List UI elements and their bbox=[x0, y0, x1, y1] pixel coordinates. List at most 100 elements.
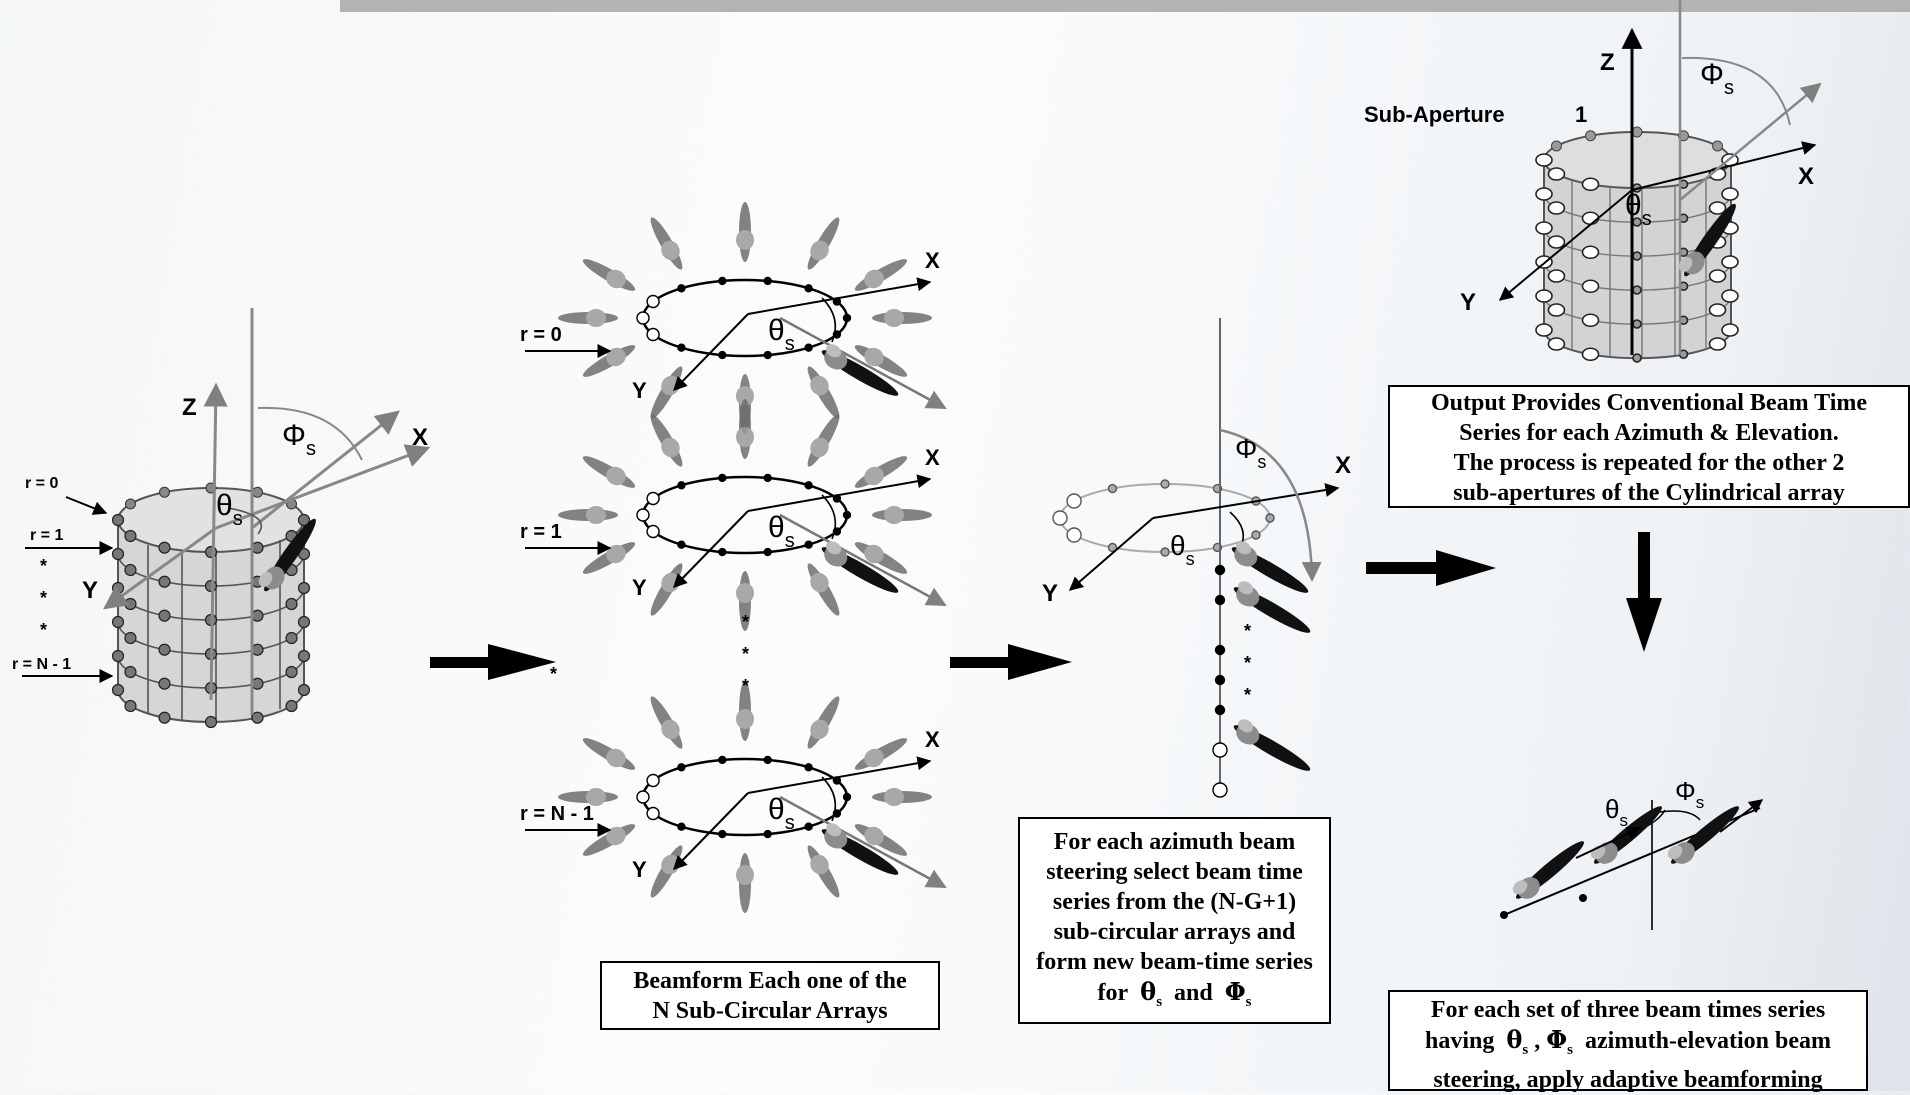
sensor-element bbox=[804, 481, 813, 490]
sensor-element bbox=[1214, 644, 1226, 656]
stage3-ellipsis-dot: * bbox=[1244, 685, 1251, 705]
sensor-element bbox=[285, 665, 298, 679]
sensor-element bbox=[763, 755, 772, 765]
beam-lobe bbox=[736, 202, 754, 262]
sensor-element bbox=[285, 597, 298, 611]
caption-line: Output Provides Conventional Beam Time bbox=[1430, 390, 1868, 416]
beam-lobe bbox=[800, 410, 847, 472]
stage4-theta-label: θs bbox=[1625, 189, 1652, 230]
stage3-phi-label: Φs bbox=[1235, 433, 1266, 472]
beam-lobe bbox=[578, 449, 640, 495]
sensor-element bbox=[1721, 255, 1739, 269]
sensor-element bbox=[204, 579, 218, 593]
sensor-element bbox=[718, 547, 727, 557]
sensor-element bbox=[842, 313, 852, 323]
beam-lobe bbox=[578, 731, 640, 777]
sensor-element bbox=[718, 755, 727, 765]
sensor-element bbox=[251, 711, 264, 724]
beam-lobe bbox=[800, 213, 847, 275]
stage3-ellipsis-dot: * bbox=[1244, 653, 1251, 673]
caption-line: sub-apertures of the Cylindrical array bbox=[1453, 480, 1845, 506]
sensor-element bbox=[285, 699, 298, 713]
sensor-element bbox=[636, 311, 650, 325]
flow-arrow-down bbox=[1626, 532, 1662, 652]
x-axis-label: X bbox=[925, 445, 940, 470]
sensor-element bbox=[1547, 167, 1566, 181]
sensor-element bbox=[636, 508, 650, 522]
sensor-element bbox=[646, 294, 660, 309]
sensor-element bbox=[285, 631, 298, 645]
beam-lobe bbox=[558, 309, 618, 327]
sensor-element bbox=[763, 350, 772, 360]
ring-index-label: r = 1 bbox=[520, 521, 562, 543]
sensor-element bbox=[1581, 279, 1600, 294]
sensor-element bbox=[1535, 289, 1553, 303]
beam-lobe bbox=[872, 309, 932, 327]
beam-lobe bbox=[800, 840, 847, 902]
sensor-element bbox=[677, 540, 686, 549]
sensor-element bbox=[1265, 513, 1275, 523]
sensor-element bbox=[297, 513, 311, 527]
sensor-element bbox=[1251, 530, 1261, 540]
sensor-element bbox=[1708, 269, 1727, 283]
beam-lobe bbox=[872, 506, 932, 524]
sensor-element bbox=[251, 541, 264, 554]
sensor-element bbox=[646, 524, 660, 539]
sensor-element bbox=[111, 615, 125, 629]
sensor-element bbox=[1708, 337, 1727, 351]
stage1-z-label: Z bbox=[182, 394, 197, 421]
stage4-phi-label: Φs bbox=[1700, 58, 1734, 99]
stage1-y-label: Y bbox=[82, 577, 98, 604]
sensor-element bbox=[1581, 313, 1600, 328]
sensor-element bbox=[251, 609, 264, 622]
sensor-element bbox=[158, 541, 171, 554]
sensor-element bbox=[111, 649, 125, 663]
sensor-element bbox=[1160, 547, 1170, 557]
sensor-element bbox=[646, 327, 660, 342]
azimuth-steering-caption-box: For each azimuth beam steering select be… bbox=[1018, 817, 1331, 1024]
output-caption-box: Output Provides Conventional Beam Time S… bbox=[1388, 385, 1910, 508]
sensor-element bbox=[677, 343, 686, 352]
theta-label: θs bbox=[768, 511, 795, 552]
beam-lobe bbox=[736, 853, 754, 913]
sensor-element bbox=[111, 513, 125, 527]
sensor-element bbox=[1107, 542, 1118, 553]
sensor-element bbox=[1214, 594, 1226, 606]
sensor-element bbox=[804, 763, 813, 772]
stage4-y-label: Y bbox=[1460, 289, 1476, 316]
sensor-element bbox=[1547, 269, 1566, 283]
sensor-element bbox=[1535, 221, 1553, 235]
sensor-element bbox=[677, 481, 686, 490]
sensor-element bbox=[124, 563, 137, 577]
beam-lobe bbox=[643, 361, 690, 423]
caption-line: For each set of three beam times series bbox=[1430, 997, 1826, 1023]
sensor-element bbox=[1212, 782, 1228, 798]
stage3-line-array: X Y Φs θs * * * bbox=[1042, 318, 1351, 798]
sensor-element bbox=[636, 790, 650, 804]
sensor-element bbox=[111, 547, 125, 561]
sensor-element bbox=[718, 473, 727, 483]
caption-line: form new beam-time series bbox=[1036, 949, 1313, 975]
stage3-ellipsis-dot: * bbox=[1244, 621, 1251, 641]
sensor-element bbox=[804, 284, 813, 293]
sensor-element bbox=[718, 350, 727, 360]
sensor-element bbox=[1066, 527, 1082, 543]
beam-lobe bbox=[643, 840, 690, 902]
sensor-element bbox=[1585, 130, 1596, 142]
stage1-phi-label: Φs bbox=[282, 419, 316, 460]
caption-line: For each azimuth beam bbox=[1053, 829, 1296, 855]
sensor-element bbox=[1535, 323, 1553, 337]
stage1-ellipsis-dot: * bbox=[40, 588, 47, 608]
beam-lobe bbox=[800, 558, 847, 620]
sensor-element bbox=[1721, 323, 1739, 337]
y-axis-label: Y bbox=[632, 378, 647, 403]
caption-line: having θs , Φs azimuth-elevation beam bbox=[1425, 1025, 1831, 1058]
sensor-element bbox=[158, 677, 171, 690]
stage1-ellipsis-dot: * bbox=[40, 556, 47, 576]
beam-lobe bbox=[643, 692, 690, 754]
stage1-sensor-grid bbox=[111, 482, 311, 729]
stage3-y-label: Y bbox=[1042, 580, 1058, 607]
sensor-element bbox=[1581, 211, 1600, 226]
